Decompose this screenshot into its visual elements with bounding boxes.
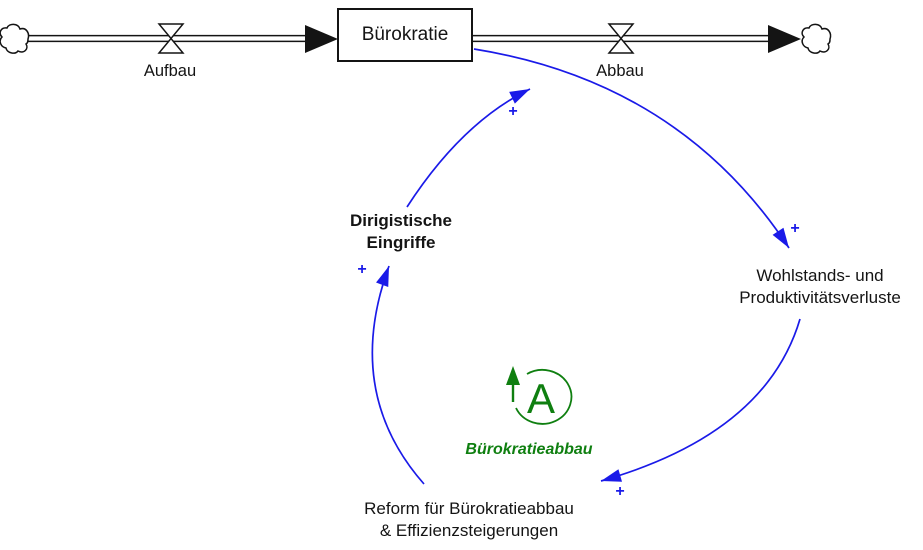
- inflow-label-aufbau[interactable]: Aufbau: [143, 62, 197, 80]
- link-reform-to-dirigistische[interactable]: [371, 265, 425, 485]
- loop-indicator[interactable]: [506, 366, 573, 425]
- outflow-arrowhead-icon: [768, 25, 801, 53]
- link-dirigistische-to-abbau[interactable]: [406, 88, 531, 208]
- plus-sign-abbau-link: +: [508, 103, 518, 120]
- inflow-valve-icon[interactable]: [157, 23, 185, 54]
- sink-cloud-icon: [801, 23, 832, 54]
- variable-line: & Effizienzsteigerungen: [379, 521, 559, 540]
- loop-arrowhead-icon: [506, 366, 520, 385]
- variable-line: Dirigistische: [349, 211, 453, 230]
- outflow-valve-icon[interactable]: [607, 23, 635, 54]
- variable-line: Wohlstands- und: [756, 266, 884, 285]
- outflow-label-abbau[interactable]: Abbau: [596, 62, 644, 80]
- variable-wohlstandsverluste[interactable]: Wohlstands- und Produktivitätsverluste: [739, 265, 901, 309]
- variable-reform[interactable]: Reform für Bürokratieabbau & Effizienzst…: [364, 498, 574, 542]
- stock-label: Bürokratie: [361, 24, 449, 45]
- plus-sign-reform-link: +: [615, 483, 625, 500]
- causal-links: [371, 48, 801, 485]
- stock-burokratie[interactable]: Bürokratie: [337, 8, 473, 62]
- loop-letter: A: [526, 375, 556, 422]
- loop-name-burokratieabbau[interactable]: Bürokratieabbau: [465, 441, 593, 458]
- outflow-assembly[interactable]: [473, 23, 832, 54]
- loop-circle-icon: [515, 368, 573, 425]
- inflow-arrowhead-icon: [305, 25, 338, 53]
- source-cloud-icon: [0, 23, 30, 54]
- plus-sign-dirigistische-link: +: [357, 261, 367, 278]
- link-burokratie-to-wohlstand[interactable]: [473, 48, 790, 249]
- variable-dirigistische-eingriffe[interactable]: Dirigistische Eingriffe: [350, 210, 452, 254]
- link-wohlstand-to-reform[interactable]: [600, 318, 801, 482]
- variable-line: Reform für Bürokratieabbau: [364, 499, 574, 518]
- inflow-assembly[interactable]: [0, 23, 338, 54]
- plus-sign-wohlstand-link: +: [790, 220, 800, 237]
- variable-line: Produktivitätsverluste: [739, 288, 901, 307]
- variable-line: Eingriffe: [366, 233, 436, 252]
